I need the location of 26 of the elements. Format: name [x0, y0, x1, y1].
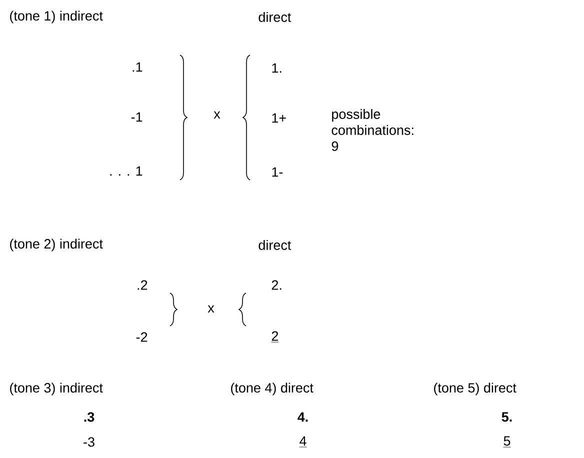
tone-mark: .2: [138, 280, 148, 290]
heading-text: direct: [258, 240, 292, 250]
tone-mark: -3: [84, 437, 94, 447]
tone-mark: 4.: [298, 412, 308, 422]
tone-mark: 5.: [502, 412, 512, 422]
heading-text: direct: [258, 12, 292, 22]
tone-mark: 2: [271, 331, 279, 342]
tone-mark: 1.: [272, 63, 282, 73]
tone-mark: 1+: [272, 113, 286, 123]
heading-text: (tone 3) indirect: [10, 382, 103, 396]
heading-text: (tone 1) indirect: [10, 10, 103, 24]
tone-mark: 2.: [272, 280, 282, 290]
tone-mark: .3: [84, 412, 94, 422]
tone-mark: 1-: [272, 167, 283, 177]
tone-mark: . . . 1: [110, 166, 142, 176]
times-sign: x: [208, 305, 214, 313]
times-sign: x: [214, 111, 220, 119]
tone-mark: 5: [503, 436, 511, 448]
tone-mark: -1: [131, 112, 142, 122]
tone-mark: .1: [132, 62, 142, 72]
heading-text: (tone 5) direct: [434, 382, 516, 396]
note-text: possible combinations: 9: [332, 109, 414, 151]
tone-mark: 4: [299, 436, 307, 448]
heading-text: (tone 2) indirect: [10, 238, 103, 252]
heading-text: (tone 4) direct: [231, 382, 314, 396]
tone-mark: -2: [136, 332, 148, 342]
